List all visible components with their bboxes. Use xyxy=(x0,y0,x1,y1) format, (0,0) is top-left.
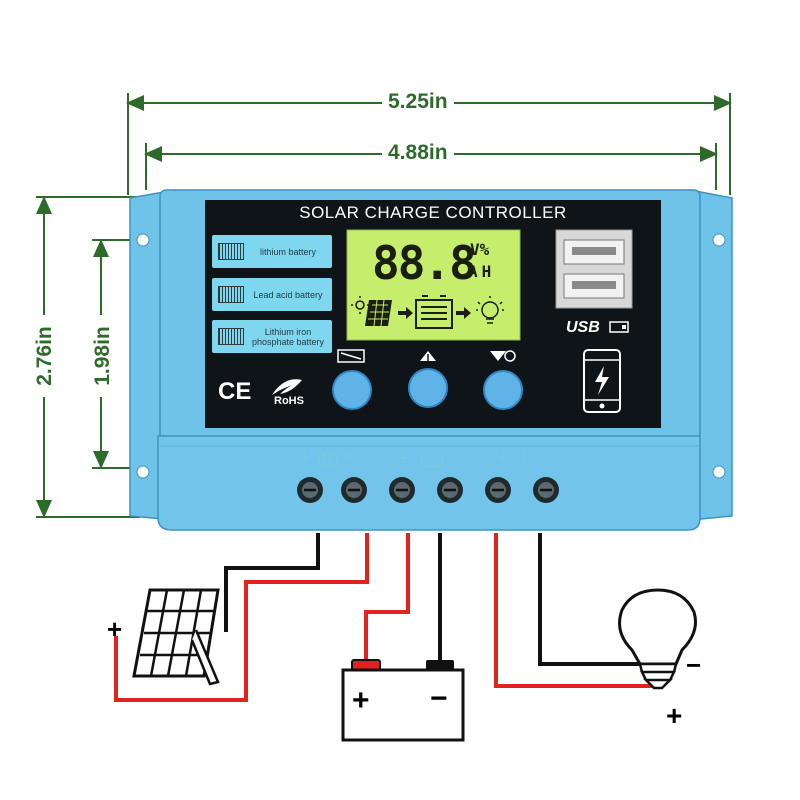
outer-height-label: 2.76in xyxy=(33,315,57,397)
control-buttons xyxy=(337,349,516,363)
arrow-right-icon xyxy=(456,307,471,319)
down-button[interactable] xyxy=(483,370,523,410)
battery-type-lithium: lithium battery xyxy=(212,235,332,268)
battery-icon xyxy=(218,328,244,345)
terminal-screw xyxy=(485,477,511,503)
usb-ports xyxy=(555,229,633,333)
light-bulb-icon xyxy=(618,588,697,690)
load-negative-wire xyxy=(538,533,650,666)
battery-icon xyxy=(218,286,244,303)
load-plus-sign: + xyxy=(666,700,683,731)
up-button[interactable] xyxy=(408,368,448,408)
terminal-sign: − xyxy=(344,446,355,466)
menu-icon xyxy=(337,349,365,363)
lcd-display xyxy=(346,229,521,341)
terminal-icons xyxy=(318,450,536,468)
rohs-mark: RoHS xyxy=(274,395,304,407)
ce-mark: CE xyxy=(218,378,252,405)
screw-terminals xyxy=(297,477,559,503)
battery-minus-sign: − xyxy=(430,682,448,715)
battery-type-label: Lead acid battery xyxy=(253,289,323,300)
solar-panel-icon xyxy=(132,588,220,686)
terminal-sign: − xyxy=(546,446,557,466)
terminal-screw xyxy=(341,477,367,503)
solar-plus-sign: + xyxy=(107,614,123,644)
load-positive-wire xyxy=(494,533,652,688)
usb-label: USB xyxy=(566,319,600,336)
terminal-sign: + xyxy=(398,448,409,468)
solar-negative-wire xyxy=(224,533,320,632)
wiring xyxy=(114,533,652,702)
terminal-sign: + xyxy=(300,448,311,468)
terminal-screw xyxy=(297,477,323,503)
battery-positive-wire xyxy=(364,533,410,662)
bulb-icon xyxy=(476,296,504,324)
terminal-screw xyxy=(389,477,415,503)
battery-type-label: Lithium iron phosphate battery xyxy=(251,326,325,347)
solar-panel-icon xyxy=(365,299,392,327)
battery-plus-sign: + xyxy=(352,684,370,717)
battery-type-lead-acid: Lead acid battery xyxy=(212,278,332,311)
lcd-digits: 88.8 xyxy=(372,236,477,290)
inner-width-label: 4.88in xyxy=(382,141,454,165)
terminal-screw xyxy=(437,477,463,503)
battery-type-lifepo4: Lithium iron phosphate battery xyxy=(212,320,332,353)
battery-icon xyxy=(341,659,465,742)
inner-height-label: 1.98in xyxy=(91,315,115,397)
lcd-unit-top: V% xyxy=(470,240,490,259)
terminal-sign: − xyxy=(450,446,461,466)
rohs-leaf-icon xyxy=(272,379,302,395)
load-minus-sign: − xyxy=(686,650,702,680)
solar-positive-wire xyxy=(114,533,369,702)
battery-type-label: lithium battery xyxy=(259,246,317,257)
battery-icon xyxy=(218,243,244,260)
arrow-right-icon xyxy=(398,307,413,319)
down-arrow-icon xyxy=(490,351,506,361)
lcd-unit-bottom: AH xyxy=(468,262,496,281)
outer-width-label: 5.25in xyxy=(382,90,454,114)
panel-title: SOLAR CHARGE CONTROLLER xyxy=(299,203,567,222)
battery-icon xyxy=(415,295,453,329)
menu-button[interactable] xyxy=(332,370,372,410)
phone-charging-icon xyxy=(583,349,621,413)
terminal-screw xyxy=(533,477,559,503)
sun-icon xyxy=(351,296,369,314)
terminal-sign: + xyxy=(498,448,509,468)
